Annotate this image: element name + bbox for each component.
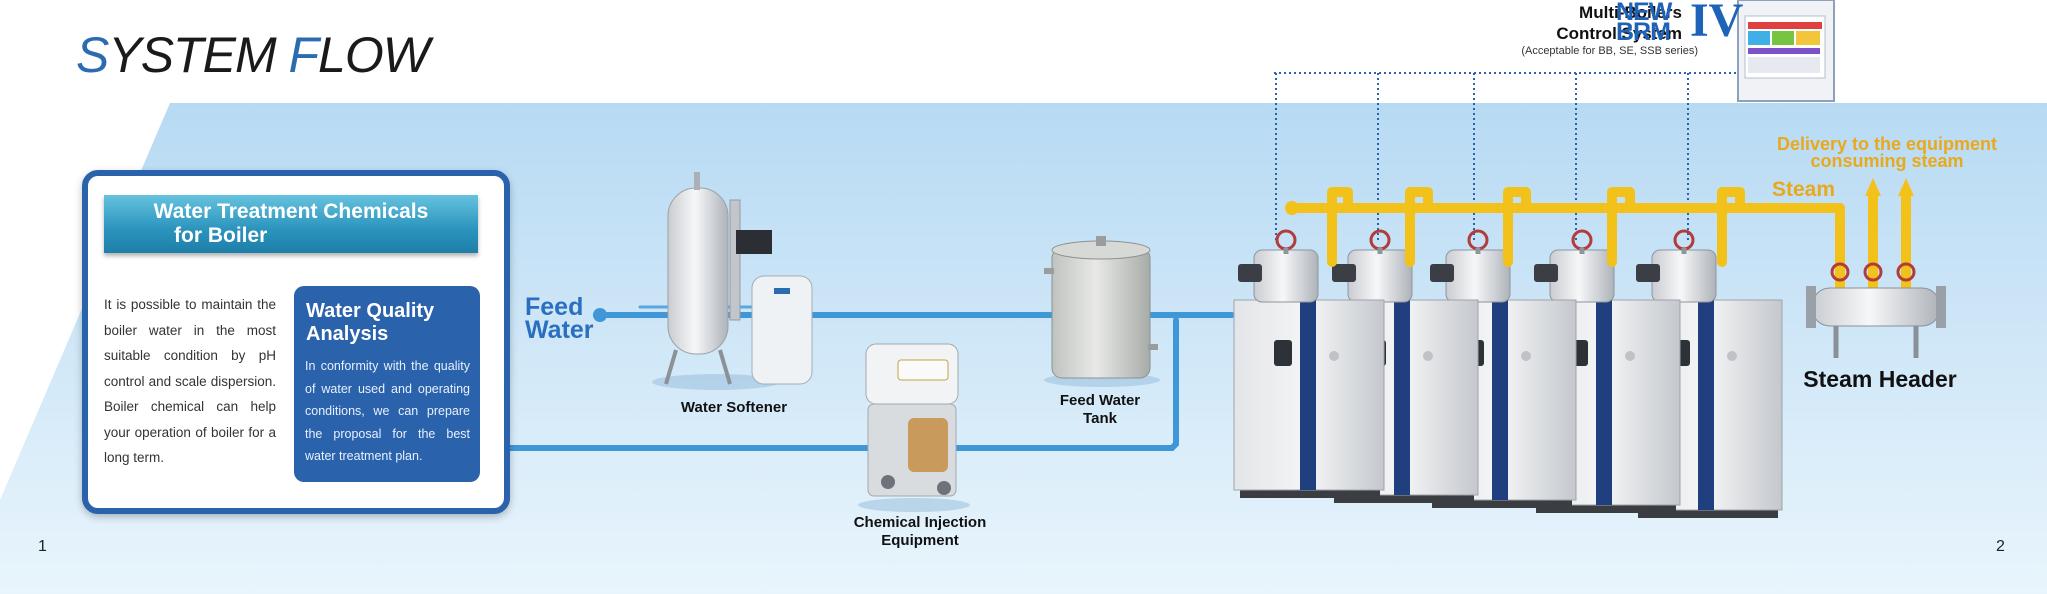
steam-label: Steam [1772, 178, 1836, 201]
chemical-injection-label: Chemical Injection Equipment [853, 514, 987, 549]
control-signal-lines [1274, 72, 1738, 240]
feed-water-label: Feed Water [525, 293, 594, 344]
control-system-title: Multi-Boilers Control System [1556, 3, 1682, 43]
control-monitor-icon [1737, 0, 1835, 102]
chemical-injection-equipment [858, 343, 970, 512]
feed-water-inlet [593, 308, 607, 322]
delivery-label: Delivery to the equipment consuming stea… [1776, 134, 1998, 171]
steam-header-label: Steam Header [1803, 366, 1957, 392]
feed-water-tank-equipment [1044, 236, 1160, 387]
steam-header-equipment [1806, 262, 1946, 358]
water-softener-equipment [652, 172, 813, 390]
boiler-array [1233, 229, 1783, 518]
chemicals-description: It is possible to maintain the boiler wa… [104, 297, 276, 465]
boiler-unit [1233, 229, 1385, 498]
steam-arrows [1865, 178, 1914, 196]
page-number-left: 1 [38, 538, 47, 555]
water-quality-title: Water Quality Analysis [306, 300, 435, 345]
water-quality-box [294, 286, 480, 482]
water-softener-label: Water Softener [680, 399, 788, 416]
steam-pipe-end [1285, 201, 1299, 215]
page-number-right: 2 [1996, 538, 2005, 555]
water-quality-description: In conformity with the quality of water … [305, 359, 470, 463]
page-title: SYSTEM FLOW [76, 27, 430, 83]
brm-logo: NEW BRM IV [1616, 0, 1744, 47]
feed-water-tank-label: Feed Water Tank [1059, 392, 1141, 427]
steam-pipes [1287, 187, 1911, 295]
control-system-acceptable-note: (Acceptable for BB, SE, SSB series) [1521, 45, 1698, 57]
chemicals-panel-title: Water Treatment Chemicals for Boiler [104, 195, 478, 253]
